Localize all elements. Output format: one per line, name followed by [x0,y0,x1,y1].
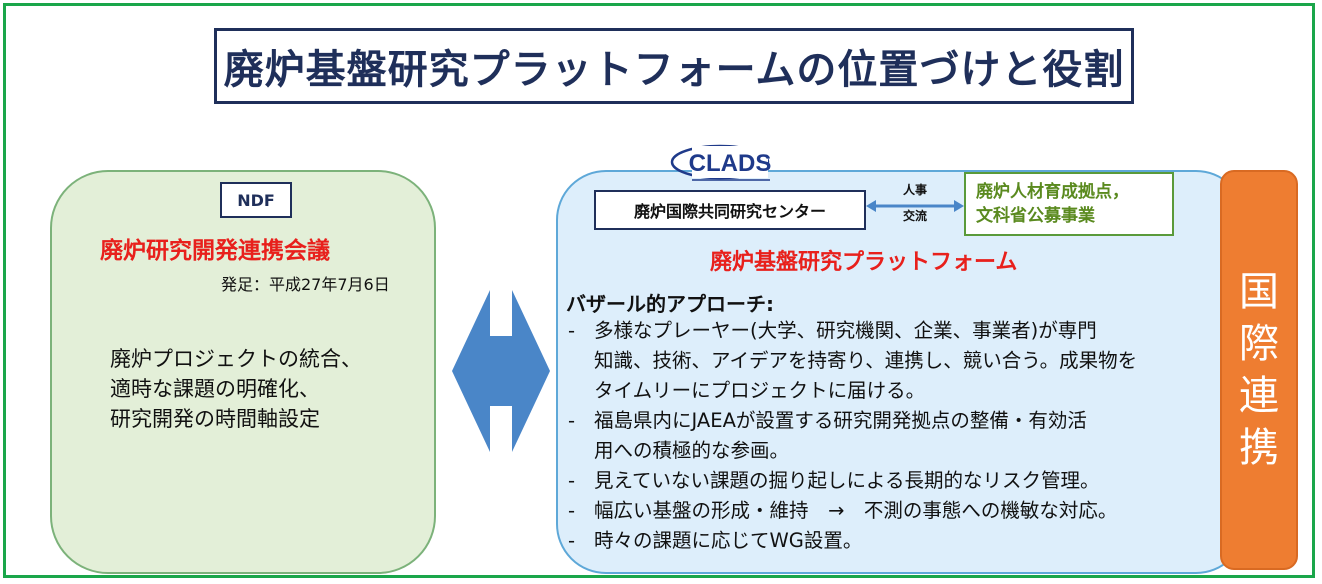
ndf-role-line: 適時な課題の明確化、 [110,377,320,401]
platform-panel [556,170,1246,574]
double-arrow-icon [452,290,550,452]
intl-char: 際 [1239,321,1279,367]
council-title: 廃炉研究開発連携会議 [100,238,330,264]
approach-bullets: - 多様なプレーヤー(大学、研究機関、企業、事業者)が専門 知識、技術、アイデア… [566,316,1226,556]
start-date: 発足：平成27年7月6日 [221,275,390,294]
bullet-item: - 幅広い基盤の形成・維持 → 不測の事態への機敏な対応。 [568,499,1118,522]
international-cooperation-box: 国 際 連 携 [1220,170,1298,570]
bullet-item: - 福島県内にJAEAが設置する研究開発拠点の整備・有効活 用への積極的な参画。 [568,409,1087,462]
approach-heading: バザール的アプローチ: [566,292,774,316]
ndf-role-line: 研究開発の時間軸設定 [110,407,320,431]
clads-center-box: 廃炉国際共同研究センター [594,190,866,230]
ndf-panel [50,170,436,574]
bullet-item: - 時々の課題に応じてWG設置。 [568,529,863,552]
intl-char: 連 [1239,373,1279,419]
svg-text:CLADS: CLADS [689,150,772,177]
bullet-item: - 見えていない課題の掘り起しによる長期的なリスク管理。 [568,469,1100,492]
platform-title: 廃炉基盤研究プラットフォーム [710,250,1018,275]
ndf-roles: 廃炉プロジェクトの統合、 適時な課題の明確化、 研究開発の時間軸設定 [110,344,362,434]
exchange-label: 人事 交流 [902,183,927,223]
intl-char: 携 [1239,425,1279,471]
hr-development-box: 廃炉人材育成拠点， 文科省公募事業 [964,172,1174,236]
ndf-role-line: 廃炉プロジェクトの統合、 [110,347,362,371]
ndf-badge: NDF [220,182,292,218]
bullet-item: - 多様なプレーヤー(大学、研究機関、企業、事業者)が専門 知識、技術、アイデア… [568,319,1138,402]
intl-char: 国 [1239,269,1279,315]
page-title: 廃炉基盤研究プラットフォームの位置づけと役割 [223,47,1125,93]
title-box: 廃炉基盤研究プラットフォームの位置づけと役割 [214,28,1134,104]
outer-frame [3,3,1315,578]
clads-logo: CLADS [670,144,772,181]
exchange-arrow-icon [866,200,964,212]
